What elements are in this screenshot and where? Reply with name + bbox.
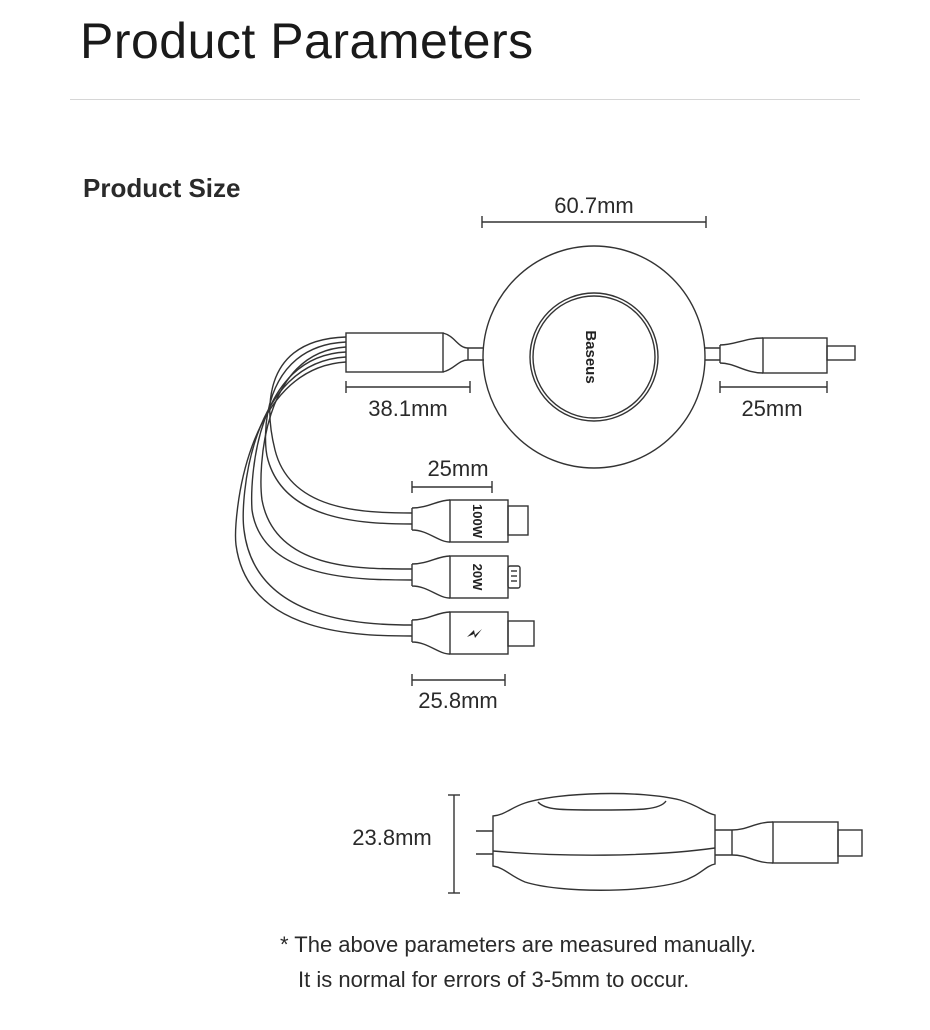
svg-text:25mm: 25mm (741, 396, 802, 421)
splitter-connector (345, 332, 484, 373)
svg-text:100W: 100W (470, 504, 485, 539)
footnote-line-2: It is normal for errors of 3-5mm to occu… (298, 967, 690, 992)
svg-text:23.8mm: 23.8mm (352, 825, 431, 850)
footnote-line-1: * The above parameters are measured manu… (280, 932, 757, 957)
lightning-bolt-icon (467, 629, 482, 638)
svg-text:25.8mm: 25.8mm (418, 688, 497, 713)
cable-reel: Baseus (482, 245, 706, 469)
usb-c-connector: 100W (411, 499, 529, 543)
dim-label: 60.7mm (554, 193, 633, 218)
svg-text:38.1mm: 38.1mm (368, 396, 447, 421)
page-title: Product Parameters (80, 13, 534, 69)
brand-logo: Baseus (582, 330, 599, 383)
side-view: 23.8mm (352, 792, 863, 894)
usb-a-connector (705, 337, 856, 374)
micro-usb-connector (411, 611, 535, 655)
split-cables (234, 336, 413, 637)
lightning-connector: 20W (411, 555, 521, 599)
dimension-splitter-length: 38.1mm (345, 381, 471, 421)
section-title: Product Size (83, 173, 241, 203)
dimension-connector-width: 25.8mm (411, 674, 506, 713)
svg-text:20W: 20W (470, 564, 485, 591)
dimension-connector-length: 25mm (411, 456, 493, 493)
svg-text:25mm: 25mm (427, 456, 488, 481)
dimension-reel-diameter: 60.7mm (481, 193, 707, 228)
title-divider (70, 99, 860, 100)
dimension-usb-a-length: 25mm (719, 381, 828, 421)
